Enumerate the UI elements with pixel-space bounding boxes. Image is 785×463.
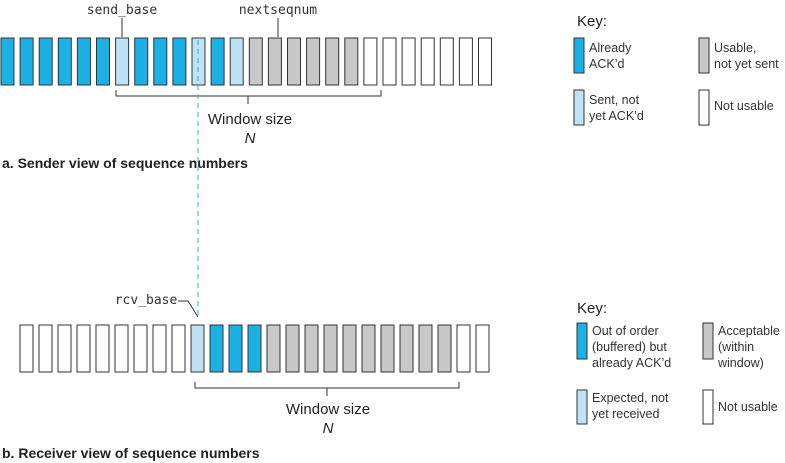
receiver-cell-acceptable <box>437 324 452 373</box>
key-swatch-received <box>576 322 588 360</box>
key-label-usable: Usable, <box>714 41 756 55</box>
sender-sequence-cells <box>0 37 492 86</box>
key-label-acceptable: Acceptable <box>718 324 780 338</box>
receiver-cell-acceptable <box>361 324 376 373</box>
receiver-cell-not-usable <box>475 324 490 373</box>
key-swatch-acceptable <box>702 322 714 360</box>
sender-cell-acked <box>172 37 187 86</box>
key-label-acceptable: (within <box>718 340 754 354</box>
receiver-cell-acceptable <box>266 324 281 373</box>
receiver-cell-received <box>209 324 224 373</box>
sender-cell-sent <box>115 37 130 86</box>
key-swatch-usable <box>698 37 710 74</box>
receiver-window-label: Window size <box>286 401 370 418</box>
rcv-base-pointer <box>178 300 199 318</box>
receiver-cell-not-usable <box>57 324 72 373</box>
sender-cell-not-usable <box>439 37 454 86</box>
sender-cell-usable <box>325 37 340 86</box>
key-label-acceptable: window) <box>717 356 764 370</box>
sender-window-label: Window size <box>208 111 292 128</box>
receiver-cell-acceptable <box>285 324 300 373</box>
send-base-label: send_base <box>87 3 158 18</box>
key-swatch-not-usable <box>698 89 710 126</box>
nextseqnum-label: nextseqnum <box>239 3 317 18</box>
key-label-received: (buffered) but <box>592 340 667 354</box>
key-label-sent: yet ACK’d <box>589 109 644 123</box>
sender-cell-acked <box>210 37 225 86</box>
key-swatch-not-usable <box>702 389 714 425</box>
key-label-not-usable: Not usable <box>714 99 774 113</box>
receiver-cell-received <box>247 324 262 373</box>
sender-cell-not-usable <box>401 37 416 86</box>
sender-cell-acked <box>76 37 91 86</box>
receiver-cell-acceptable <box>323 324 338 373</box>
key-label-acked: Already <box>589 41 632 55</box>
sender-cell-usable <box>267 37 282 86</box>
sender-cell-acked <box>19 37 34 86</box>
receiver-key-items: Out of order (buffered) but already ACK’d A… <box>576 322 780 425</box>
rcv-base-label: rcv_base <box>115 293 178 308</box>
receiver-cell-not-usable <box>95 324 110 373</box>
key-label-usable: not yet sent <box>714 57 779 71</box>
sender-cell-acked <box>134 37 149 86</box>
key-label-acked: ACK’d <box>589 57 624 71</box>
sender-cell-not-usable <box>382 37 397 86</box>
receiver-window-bracket <box>194 382 460 389</box>
sender-cell-acked <box>38 37 53 86</box>
sender-cell-not-usable <box>458 37 473 86</box>
receiver-caption: b. Receiver view of sequence numbers <box>2 445 260 461</box>
sender-cell-sent <box>229 37 244 86</box>
key-label-not-usable: Not usable <box>718 400 778 414</box>
receiver-cell-not-usable <box>114 324 129 373</box>
key-label-expected: yet received <box>592 407 659 421</box>
receiver-cell-not-usable <box>76 324 91 373</box>
receiver-cell-acceptable <box>380 324 395 373</box>
receiver-window-var: N <box>323 420 334 437</box>
receiver-cell-not-usable <box>19 324 34 373</box>
sender-cell-usable <box>248 37 263 86</box>
receiver-cell-not-usable <box>38 324 53 373</box>
receiver-view: rcv_base Window size N b. Receiver view … <box>2 293 780 461</box>
receiver-cell-not-usable <box>171 324 186 373</box>
key-label-received: Out of order <box>592 324 659 338</box>
key-swatch-sent <box>573 89 585 126</box>
receiver-key-title: Key: <box>577 300 607 317</box>
receiver-key: Key: Out of order (buffered) but already A… <box>576 300 780 425</box>
sender-cell-usable <box>287 37 301 86</box>
receiver-sequence-cells <box>19 324 490 373</box>
sender-window-var: N <box>245 130 256 147</box>
sender-window-bracket <box>115 90 382 97</box>
receiver-cell-acceptable <box>399 324 414 373</box>
sender-view: send_base nextseqnum Window size N a. Se… <box>0 3 779 171</box>
receiver-cell-expected <box>190 324 205 373</box>
receiver-cell-received <box>228 324 243 373</box>
sender-cell-not-usable <box>363 37 378 86</box>
sender-cell-not-usable <box>478 37 492 86</box>
key-label-received: already ACK’d <box>592 356 671 370</box>
receiver-cell-not-usable <box>133 324 148 373</box>
sender-cell-acked <box>57 37 72 86</box>
key-label-sent: Sent, not <box>589 93 640 107</box>
sender-cell-not-usable <box>420 37 435 86</box>
receiver-cell-not-usable <box>456 324 471 373</box>
key-swatch-expected <box>576 389 588 425</box>
receiver-cell-acceptable <box>418 324 433 373</box>
key-label-expected: Expected, not <box>592 391 669 405</box>
receiver-cell-acceptable <box>342 324 357 373</box>
sender-caption: a. Sender view of sequence numbers <box>2 155 248 171</box>
sender-cell-acked <box>96 37 110 86</box>
sender-cell-usable <box>306 37 321 86</box>
receiver-cell-not-usable <box>152 324 167 373</box>
sender-key-title: Key: <box>577 13 607 30</box>
key-swatch-acked <box>573 37 585 74</box>
sender-cell-acked <box>153 37 168 86</box>
sender-cell-acked <box>0 37 15 86</box>
receiver-cell-acceptable <box>304 324 319 373</box>
sender-cell-usable <box>344 37 359 86</box>
